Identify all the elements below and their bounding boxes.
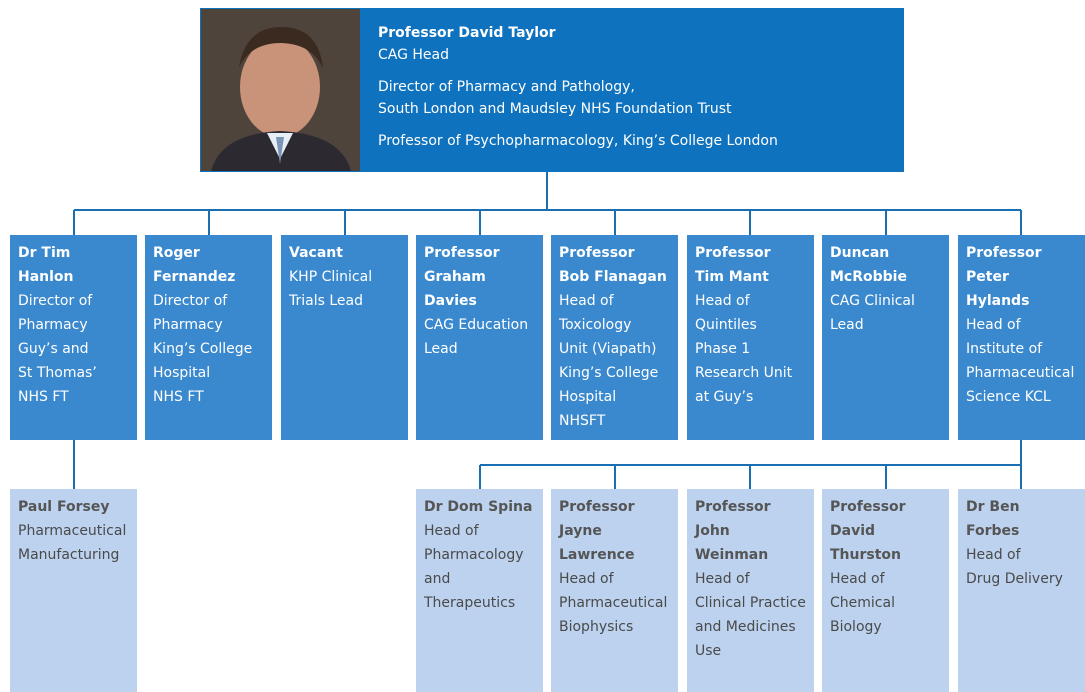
node-title: NHSFT xyxy=(559,413,606,429)
head-position-line-1: Director of Pharmacy and Pathology, xyxy=(378,79,635,95)
node-title: Quintiles xyxy=(695,317,757,333)
node-title: Pharmaceutical xyxy=(18,523,127,539)
level1-node: Professor Graham Davies CAG Education Le… xyxy=(416,235,543,440)
node-name: Weinman xyxy=(695,547,769,563)
node-title: Director of xyxy=(18,293,93,309)
node-name: Roger xyxy=(153,245,200,261)
node-title: Director of xyxy=(153,293,228,309)
node-title: Head of xyxy=(424,523,479,539)
node-title: CAG Clinical xyxy=(830,293,915,309)
node-title: Trials Lead xyxy=(289,293,363,309)
node-title: Head of xyxy=(830,571,885,587)
head-text: Professor David Taylor CAG Head Director… xyxy=(378,22,778,152)
node-name: Fernandez xyxy=(153,269,236,285)
node-title: Manufacturing xyxy=(18,547,120,563)
level1-node: Duncan McRobbie CAG Clinical Lead xyxy=(822,235,949,440)
head-portrait-photo xyxy=(201,9,360,171)
node-title: Head of xyxy=(559,571,614,587)
node-title: St Thomas’ xyxy=(18,365,97,381)
node-name: Duncan xyxy=(830,245,890,261)
level1-node: Roger Fernandez Director of Pharmacy Kin… xyxy=(145,235,272,440)
node-name: Professor xyxy=(559,499,635,515)
node-title: Biophysics xyxy=(559,619,634,635)
node-title: Guy’s and xyxy=(18,341,89,357)
node-title: Head of xyxy=(559,293,614,309)
node-title: Head of xyxy=(966,547,1021,563)
node-title: Head of xyxy=(695,571,750,587)
node-title: Unit (Viapath) xyxy=(559,341,657,357)
node-title: Research Unit xyxy=(695,365,793,381)
node-name: Dr Ben Forbes xyxy=(966,499,1020,539)
node-title: Head of xyxy=(695,293,750,309)
node-title: Institute of xyxy=(966,341,1043,357)
node-title: Hospital xyxy=(559,389,617,405)
node-title: Clinical Practice xyxy=(695,595,806,611)
node-name: Bob Flanagan xyxy=(559,269,667,285)
node-title: Therapeutics xyxy=(424,595,516,611)
node-name: Professor xyxy=(966,245,1042,261)
node-name: Professor xyxy=(830,499,906,515)
head-role: CAG Head xyxy=(378,47,450,63)
node-name: Professor xyxy=(695,245,771,261)
node-title: and xyxy=(424,571,451,587)
node-title: King’s College xyxy=(153,341,253,357)
node-title: Biology xyxy=(830,619,882,635)
node-name: David xyxy=(830,523,876,539)
level2-node: Dr Dom Spina Head of Pharmacology and Th… xyxy=(416,489,543,692)
node-name: Professor xyxy=(424,245,500,261)
head-position-line-2: South London and Maudsley NHS Foundation… xyxy=(378,101,732,117)
node-name: Tim Mant xyxy=(695,269,769,285)
node-title: Pharmacology xyxy=(424,547,524,563)
node-title: Phase 1 xyxy=(695,341,751,357)
node-name: John xyxy=(695,523,730,539)
level1-node: Dr Tim Hanlon Director of Pharmacy Guy’s… xyxy=(10,235,137,440)
node-title: Chemical xyxy=(830,595,895,611)
node-title: Head of xyxy=(966,317,1021,333)
head-node: Professor David Taylor CAG Head Director… xyxy=(200,8,904,172)
level2-node: Professor John Weinman Head of Clinical … xyxy=(687,489,814,692)
level2-node: Paul Forsey Pharmaceutical Manufacturing xyxy=(10,489,137,692)
node-title: Toxicology xyxy=(559,317,632,333)
head-name: Professor David Taylor xyxy=(378,25,556,41)
node-name: Professor xyxy=(559,245,635,261)
node-title: Pharmacy xyxy=(153,317,223,333)
node-title: King’s College xyxy=(559,365,659,381)
level1-node: Professor Tim Mant Head of Quintiles Pha… xyxy=(687,235,814,440)
node-title: Pharmaceutical xyxy=(966,365,1075,381)
node-title: Drug Delivery xyxy=(966,571,1063,587)
node-title: Pharmacy xyxy=(18,317,88,333)
node-name: Professor xyxy=(695,499,771,515)
level2-node: Dr Ben Forbes Head of Drug Delivery xyxy=(958,489,1085,692)
level1-node: Professor Bob Flanagan Head of Toxicolog… xyxy=(551,235,678,440)
node-name: Paul Forsey xyxy=(18,499,110,515)
level2-node: Professor David Thurston Head of Chemica… xyxy=(822,489,949,692)
level1-node: Vacant KHP Clinical Trials Lead xyxy=(281,235,408,440)
node-title: Use xyxy=(695,643,722,659)
level2-node: Professor Jayne Lawrence Head of Pharmac… xyxy=(551,489,678,692)
node-title: Pharmaceutical xyxy=(559,595,668,611)
node-title: Hospital xyxy=(153,365,211,381)
level1-node: Professor Peter Hylands Head of Institut… xyxy=(958,235,1085,440)
node-title: Lead xyxy=(830,317,864,333)
node-name: Vacant xyxy=(289,245,343,261)
node-title: NHS FT xyxy=(153,389,204,405)
node-name: Dr Tim Hanlon xyxy=(18,245,74,285)
node-name: Lawrence xyxy=(559,547,635,563)
node-title: CAG Education xyxy=(424,317,529,333)
node-name: Peter Hylands xyxy=(966,269,1030,309)
node-title: Science KCL xyxy=(966,389,1051,405)
node-name: Jayne xyxy=(559,523,602,539)
node-title: and Medicines xyxy=(695,619,796,635)
node-title: at Guy’s xyxy=(695,389,754,405)
node-title: KHP Clinical xyxy=(289,269,373,285)
node-name: Thurston xyxy=(830,547,901,563)
head-position-line-3: Professor of Psychopharmacology, King’s … xyxy=(378,133,778,149)
portrait-illustration xyxy=(201,9,360,171)
node-name: McRobbie xyxy=(830,269,907,285)
node-name: Graham Davies xyxy=(424,269,486,309)
node-title: NHS FT xyxy=(18,389,69,405)
node-title: Lead xyxy=(424,341,458,357)
node-name: Dr Dom Spina xyxy=(424,499,533,515)
